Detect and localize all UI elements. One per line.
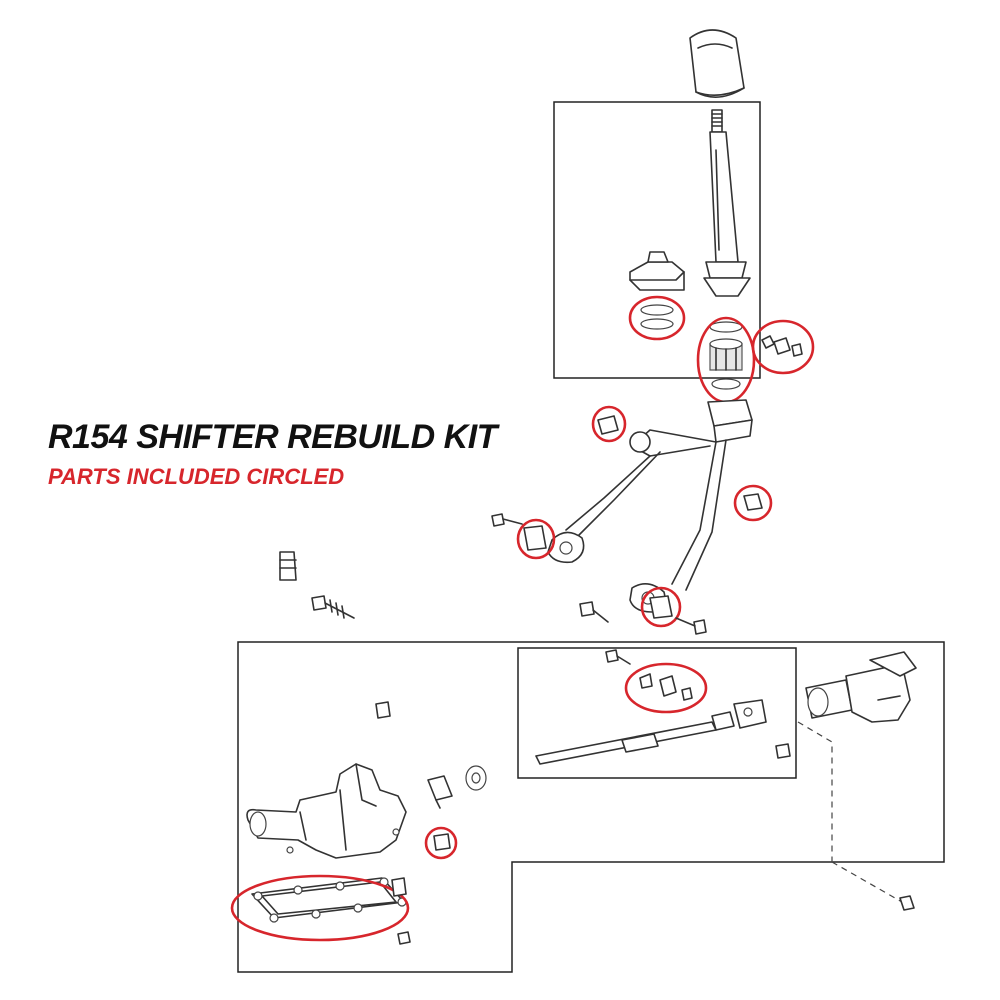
highlight-circle-bushing-right — [733, 484, 773, 522]
upper-assembly-frame — [553, 101, 761, 379]
bushing-upper-left — [597, 415, 619, 435]
bushing-left-link — [523, 525, 547, 551]
highlight-circle-bushing-right-link — [640, 586, 682, 628]
highlight-circle-bushing-lower — [424, 826, 458, 860]
rod-pin-set — [639, 673, 693, 701]
pivot-pin-set — [761, 335, 803, 357]
shift-lever — [703, 109, 751, 297]
bolt-long-left — [311, 595, 355, 619]
lower-assembly-frame — [237, 641, 945, 973]
housing-gasket — [251, 877, 407, 923]
bushing-right — [743, 493, 763, 511]
bushing-lower — [433, 833, 451, 851]
bushing-cylinder — [465, 765, 487, 791]
highlight-circle-gasket — [230, 874, 410, 942]
o-ring-pair — [640, 304, 674, 330]
shift-knob — [689, 29, 745, 98]
rod-screw — [605, 649, 631, 665]
lever-bushing-stack — [709, 321, 743, 390]
stud-left — [279, 551, 297, 581]
highlight-circle-pivot-pins — [751, 319, 815, 375]
shift-rod — [535, 699, 767, 765]
bolt-left-link — [491, 513, 523, 527]
boot-retainer — [629, 251, 685, 291]
highlight-circle-rod-pins — [624, 662, 708, 714]
gasket-stud-top — [391, 877, 407, 897]
left-link-end — [547, 531, 585, 564]
dashed-leader — [797, 721, 903, 903]
shifter-housing — [246, 763, 407, 859]
bolt-middle — [579, 601, 609, 623]
highlight-circle-bushing-left-link — [516, 518, 556, 560]
page-title: R154 SHIFTER REBUILD KIT — [48, 418, 497, 456]
rod-nut — [775, 743, 791, 759]
bottom-right-nut — [899, 895, 915, 911]
shift-linkage-housing — [565, 399, 753, 591]
bushing-right-link — [649, 595, 673, 619]
highlight-circle-o-rings — [628, 295, 686, 341]
small-bolt-upper — [375, 701, 391, 719]
page-subtitle: PARTS INCLUDED CIRCLED — [48, 464, 345, 489]
gasket-stud-bottom — [397, 931, 411, 945]
highlight-circle-bushing-upper-left — [591, 405, 627, 443]
lever-seat — [427, 775, 453, 809]
bolt-right-link — [675, 617, 707, 635]
shift-shaft-housing — [805, 651, 917, 723]
shift-rod-frame — [517, 647, 797, 779]
